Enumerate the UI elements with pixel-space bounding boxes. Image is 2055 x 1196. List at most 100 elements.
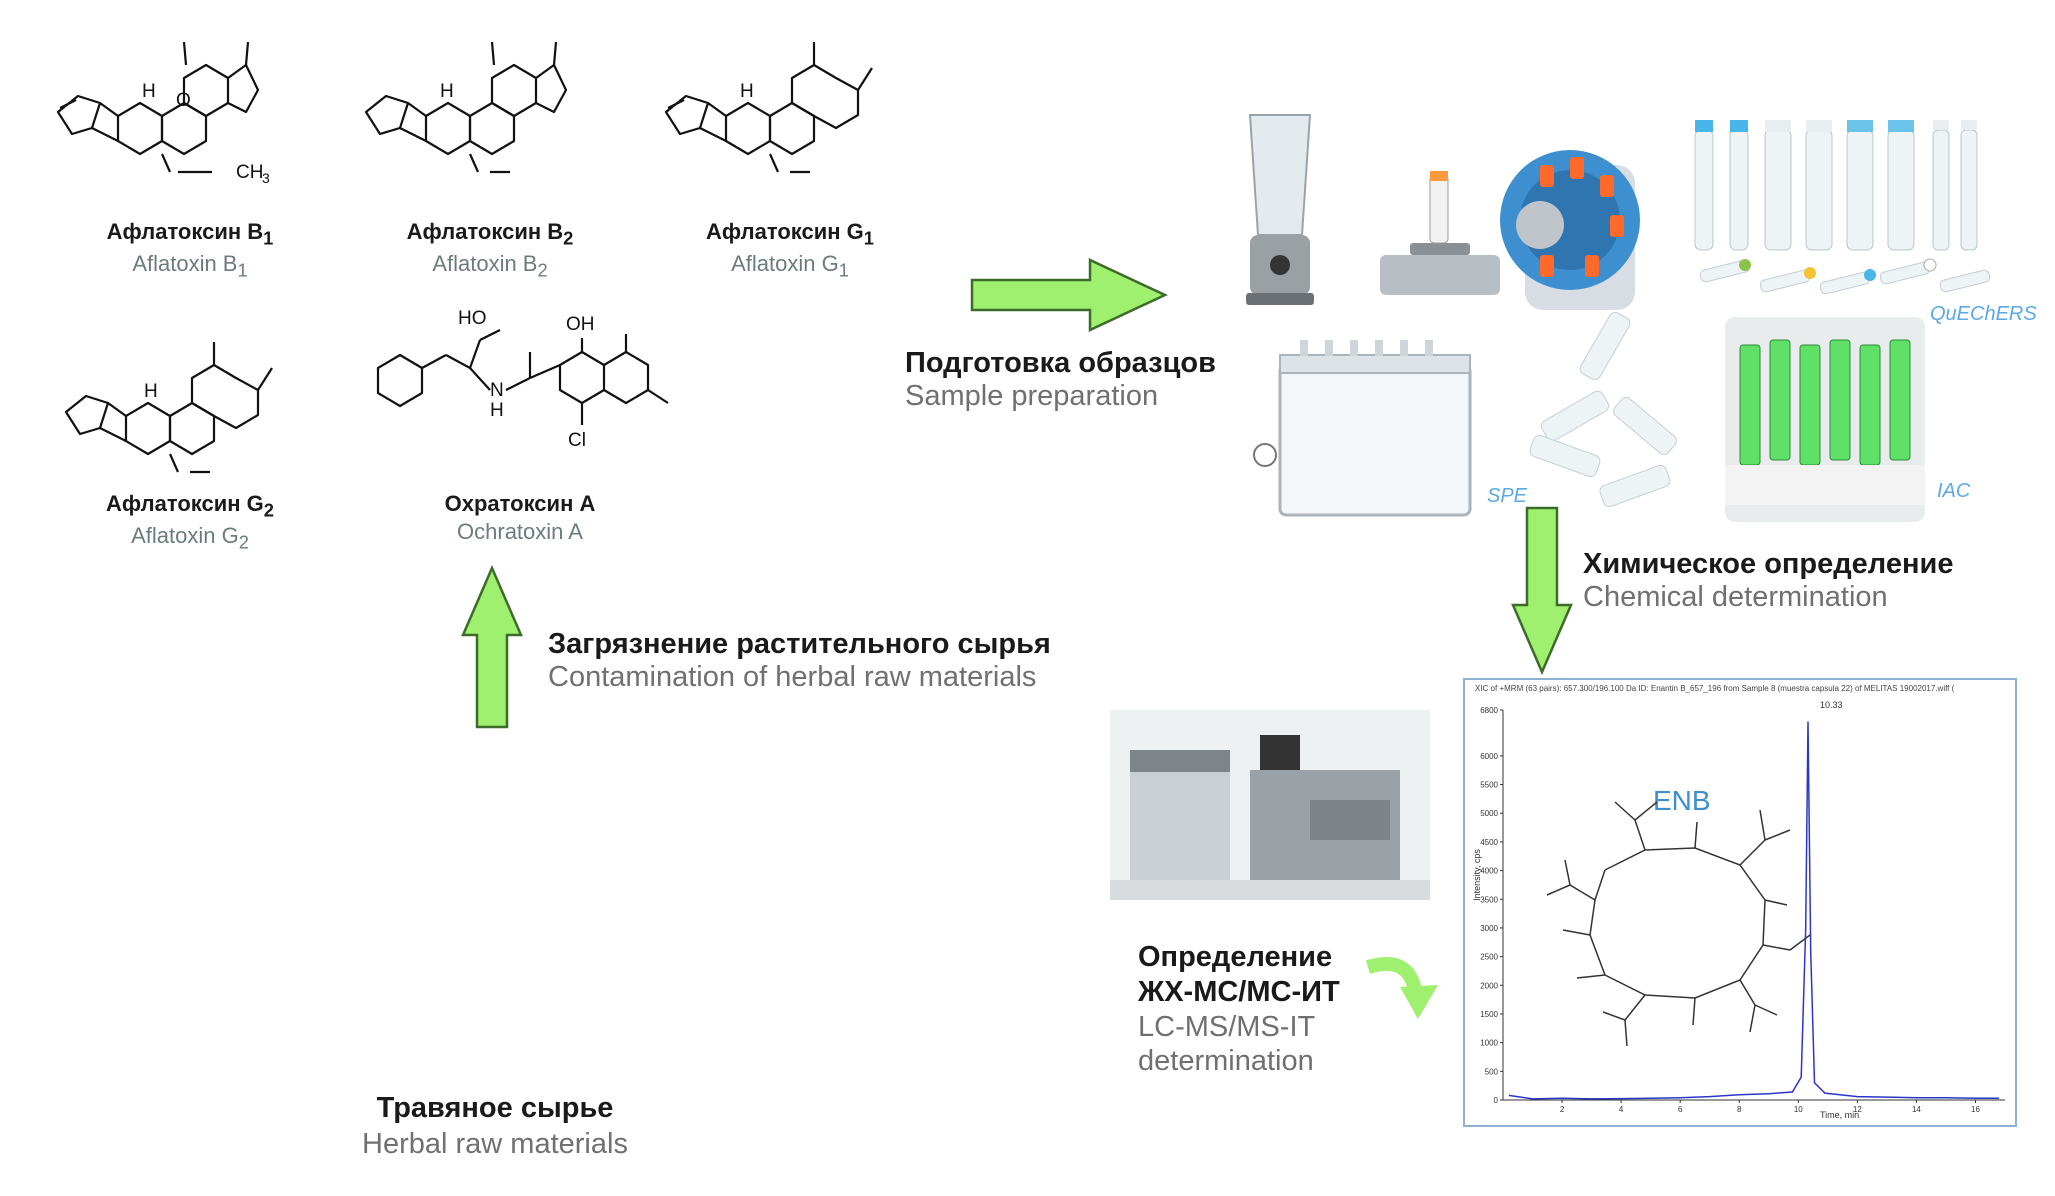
spe-cartridges-icon <box>1529 311 1677 508</box>
label-contamination: Загрязнение растительного сырья Contamin… <box>548 628 1051 694</box>
atom-ho: HO <box>458 308 487 329</box>
label-aflatoxin-b2: Афлатоксин B2 Aflatoxin B2 <box>360 218 620 283</box>
y-tick-label: 4500 <box>1480 838 1498 847</box>
arrow-down-icon <box>1511 506 1573 675</box>
chromatogram-header: XIC of +MRM (63 pairs): 657.300/196.100 … <box>1475 684 1955 693</box>
iac-columns-icon <box>1725 317 1925 522</box>
x-tick-label: 10 <box>1794 1105 1803 1114</box>
molecule-name-en: Aflatoxin B <box>432 251 538 277</box>
molecule-name-ru: Афлатоксин B <box>106 219 264 244</box>
step-title-en: Sample preparation <box>905 380 1159 412</box>
balance-icon <box>1380 171 1500 295</box>
atom-h: H <box>740 81 754 102</box>
y-tick-label: 3500 <box>1480 895 1498 904</box>
rotator-icon <box>1500 150 1640 310</box>
blender-icon <box>1246 114 1314 305</box>
y-tick-label: 2500 <box>1480 953 1498 962</box>
step-title-en: determination <box>1138 1045 1314 1078</box>
molecule-name-en: Aflatoxin G <box>731 251 839 277</box>
molecule-subscript: 1 <box>863 227 874 249</box>
lcms-instrument-photo <box>1110 710 1430 900</box>
molecule-name-ru: Афлатоксин B <box>406 219 564 244</box>
x-tick-label: 6 <box>1678 1105 1683 1114</box>
molecule-name-ru: Афлатоксин G <box>706 219 864 244</box>
chromatogram-compound-label: ENB <box>1653 785 1711 816</box>
step-title-ru: Загрязнение растительного сырья <box>548 628 1051 660</box>
y-tick-label: 5500 <box>1480 781 1498 790</box>
label-aflatoxin-b1: Афлатоксин B1 Aflatoxin B1 <box>60 218 320 283</box>
atom-o: O <box>176 90 191 111</box>
y-tick-label: 3000 <box>1480 924 1498 933</box>
y-tick-label: 0 <box>1494 1096 1499 1105</box>
molecule-name-ru: Афлатоксин G <box>106 491 264 516</box>
chromatogram-trace <box>1508 721 2000 1100</box>
y-tick-label: 5000 <box>1480 809 1498 818</box>
peak-label: 10.33 <box>1820 700 1843 710</box>
x-tick-label: 14 <box>1912 1105 1921 1114</box>
x-tick-label: 8 <box>1737 1105 1742 1114</box>
step-title-en: Contamination of herbal raw materials <box>548 661 1037 693</box>
molecule-subscript: 2 <box>238 531 249 553</box>
tag-spe: SPE <box>1487 485 1528 507</box>
molecule-subscript: 2 <box>563 227 574 249</box>
aflatoxin-b1-structure <box>56 41 260 174</box>
y-tick-label: 500 <box>1485 1067 1499 1076</box>
molecule-structures: H O CH 3 H H H HO OH N H Cl <box>56 41 873 474</box>
step-title-en: Chemical determination <box>1583 581 1888 613</box>
ochratoxin-a-structure <box>376 329 669 425</box>
molecule-subscript: 1 <box>838 259 849 281</box>
chromatogram-plot: 6800600055005000450040003500300025002000… <box>1480 706 2005 1114</box>
y-tick-label: 6800 <box>1480 706 1498 715</box>
y-tick-label: 1000 <box>1480 1039 1498 1048</box>
step-title-ru: Химическое определение <box>1583 548 1954 580</box>
molecule-name-ru: Охратоксин A <box>444 491 596 516</box>
atom-h: H <box>142 81 156 102</box>
molecule-subscript: 2 <box>263 499 274 521</box>
y-tick-label: 4000 <box>1480 867 1498 876</box>
aflatoxin-g1-structure <box>664 42 873 174</box>
x-tick-label: 2 <box>1560 1105 1565 1114</box>
label-sample-preparation: Подготовка образцов Sample preparation <box>905 347 1216 413</box>
molecule-name-en: Ochratoxin A <box>457 518 583 544</box>
atom-h: H <box>144 381 158 402</box>
tag-iac: IAC <box>1937 480 1971 502</box>
spe-manifold-icon <box>1253 340 1472 517</box>
curved-arrow-icon <box>1365 956 1438 1019</box>
arrow-right-icon <box>970 258 1168 332</box>
atom-n: N <box>490 380 504 401</box>
aflatoxin-g2-structure <box>64 342 273 474</box>
atom-h: H <box>440 81 454 102</box>
step-title-en: LC-MS/MS-IT <box>1138 1010 1316 1043</box>
y-tick-label: 2000 <box>1480 981 1498 990</box>
y-tick-label: 1500 <box>1480 1010 1498 1019</box>
y-tick-label: 6000 <box>1480 752 1498 761</box>
x-axis-title: Time, min <box>1820 1110 1860 1120</box>
enb-structure <box>1546 801 1811 1047</box>
label-aflatoxin-g2: Афлатоксин G2 Aflatoxin G2 <box>60 490 320 555</box>
label-aflatoxin-g1: Афлатоксин G1 Aflatoxin G1 <box>660 218 920 283</box>
molecule-subscript: 1 <box>263 227 274 249</box>
step-title-ru: ЖХ-МС/МС-ИТ <box>1138 975 1340 1008</box>
step-title-ru: Определение <box>1138 941 1333 973</box>
atom-oh: OH <box>566 314 595 335</box>
molecule-name-en: Aflatoxin B <box>132 251 238 277</box>
aflatoxin-b2-structure <box>364 41 568 174</box>
tubes-icon <box>1694 120 1991 295</box>
chromatogram-panel: XIC of +MRM (63 pairs): 657.300/196.100 … <box>1463 678 2017 1127</box>
label-chemical-determination: Химическое определение Chemical determin… <box>1583 548 1953 614</box>
arrow-up-icon <box>461 565 523 729</box>
molecule-name-en: Aflatoxin G <box>131 523 239 549</box>
atom-ch3-subscript: 3 <box>262 170 270 186</box>
step-title-ru: Травяное сырье <box>376 1092 614 1124</box>
x-tick-label: 12 <box>1853 1105 1862 1114</box>
atom-cl: Cl <box>568 430 586 451</box>
step-title-ru: Подготовка образцов <box>905 347 1216 379</box>
x-tick-label: 16 <box>1971 1105 1980 1114</box>
sample-prep-equipment-illustration <box>1246 114 1991 522</box>
step-title-en: Herbal raw materials <box>362 1128 628 1161</box>
atom-ch3: CH <box>236 162 263 183</box>
label-lcms-determination: Определение ЖХ-МС/МС-ИТ LC-MS/MS-IT dete… <box>1138 940 1340 1079</box>
molecule-subscript: 1 <box>237 259 248 281</box>
tag-quechers: QuEChERS <box>1930 303 2037 325</box>
molecule-subscript: 2 <box>537 259 548 281</box>
